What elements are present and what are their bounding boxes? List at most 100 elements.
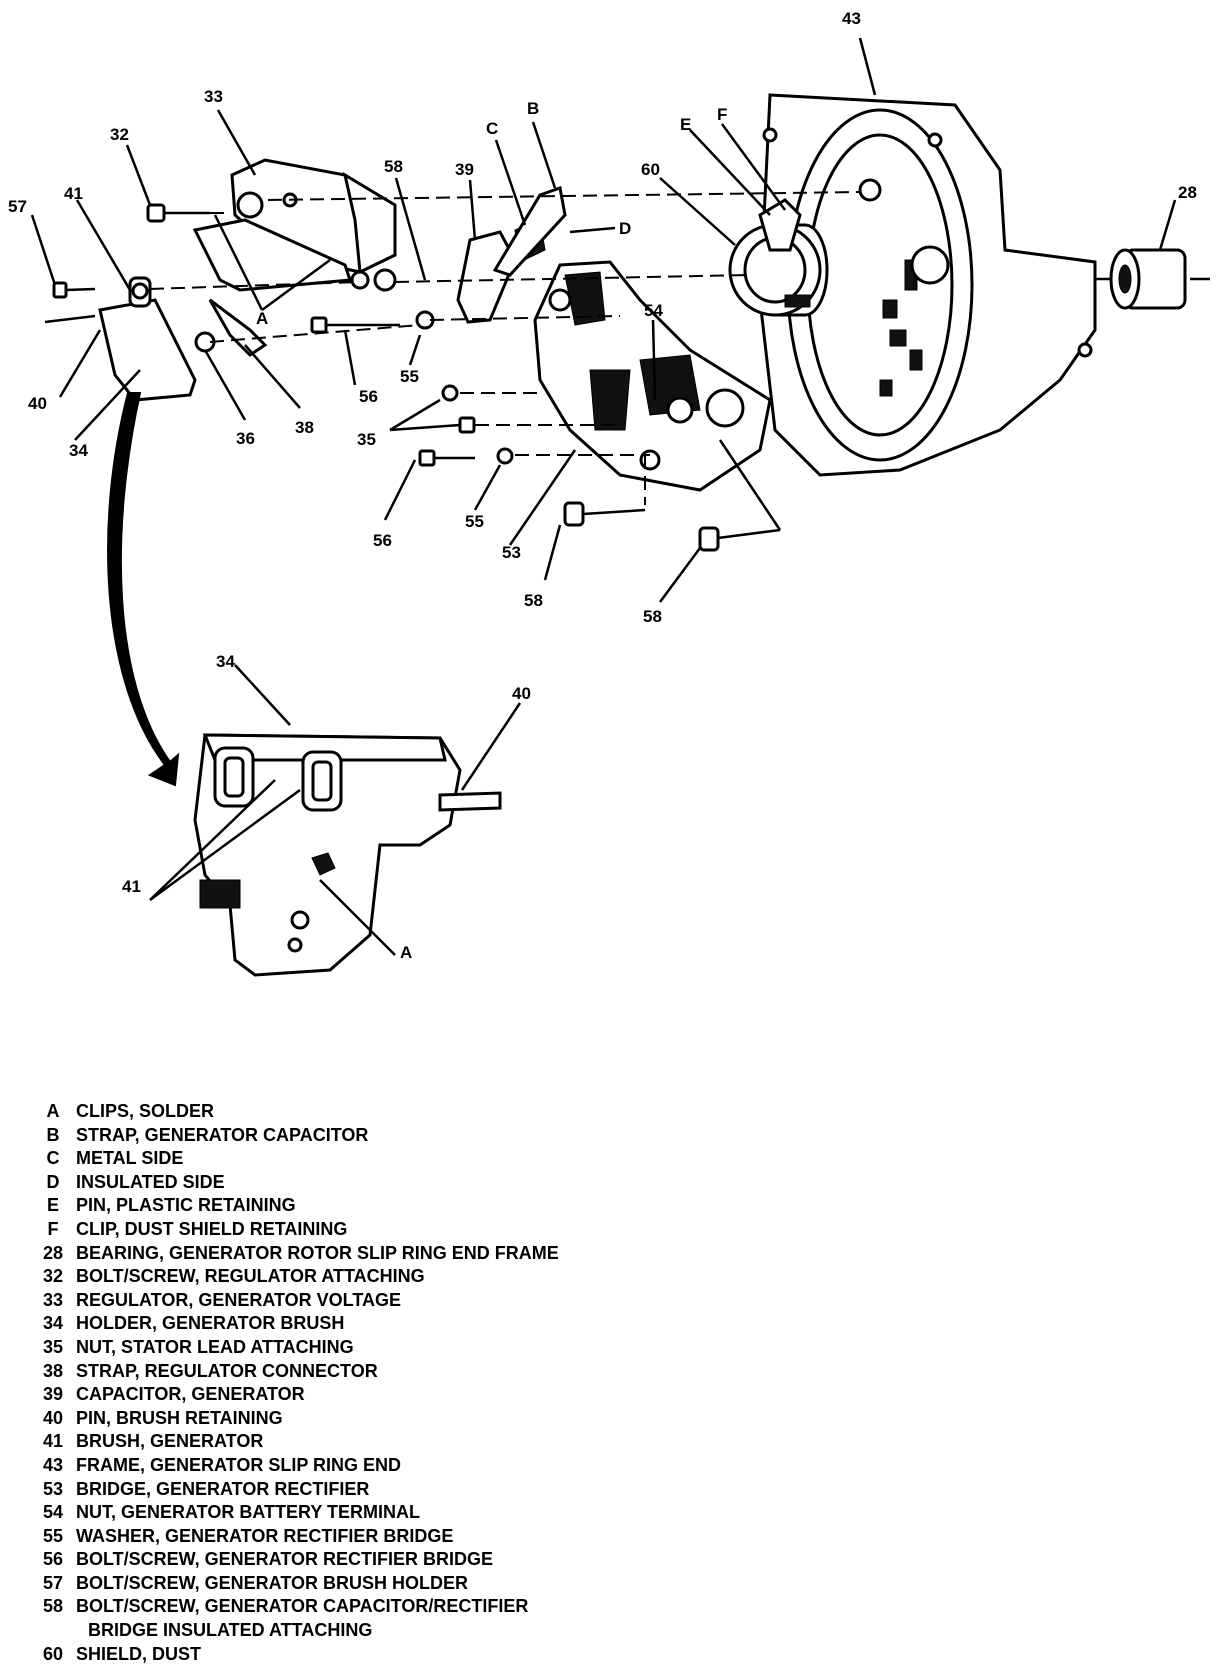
callout-55-bottom: 55 <box>465 512 484 531</box>
legend-row: 39 CAPACITOR, GENERATOR <box>30 1383 730 1407</box>
legend-row: 54 NUT, GENERATOR BATTERY TERMINAL <box>30 1501 730 1525</box>
callout-a-top: A <box>256 309 268 328</box>
legend-description: FRAME, GENERATOR SLIP RING END <box>76 1454 402 1475</box>
legend-description: BOLT/SCREW, GENERATOR CAPACITOR/RECTIFIE… <box>76 1596 529 1617</box>
callout-32: 32 <box>110 125 129 144</box>
legend-key: B <box>46 1124 60 1145</box>
legend-description: CLIP, DUST SHIELD RETAINING <box>76 1218 348 1239</box>
legend-description: SHIELD, DUST <box>76 1643 202 1664</box>
callout-40-detail: 40 <box>512 684 531 703</box>
legend-row: 60 SHIELD, DUST <box>30 1643 730 1667</box>
dust-shield <box>728 198 829 317</box>
legend-row: D INSULATED SIDE <box>30 1171 730 1195</box>
legend-description: STRAP, REGULATOR CONNECTOR <box>76 1360 378 1381</box>
slip-ring-end-frame <box>758 93 1097 477</box>
callout-57: 57 <box>8 197 27 216</box>
legend-key: 34 <box>42 1313 64 1334</box>
legend-key: 39 <box>42 1384 64 1405</box>
callout-38: 38 <box>295 418 314 437</box>
legend-key: 35 <box>42 1336 64 1357</box>
legend-description: NUT, GENERATOR BATTERY TERMINAL <box>76 1502 421 1523</box>
callout-43: 43 <box>842 9 861 28</box>
legend-row: F CLIP, DUST SHIELD RETAINING <box>30 1218 730 1242</box>
legend-key: 53 <box>42 1478 64 1499</box>
callout-34-top: 34 <box>69 441 88 460</box>
legend-description: WASHER, GENERATOR RECTIFIER BRIDGE <box>76 1525 454 1546</box>
callout-54: 54 <box>644 301 663 320</box>
legend-row: BRIDGE INSULATED ATTACHING <box>30 1619 730 1643</box>
legend-key: 57 <box>42 1572 64 1593</box>
rotor-bearing <box>1095 248 1210 310</box>
legend-key: 54 <box>42 1502 64 1523</box>
callout-56-bottom: 56 <box>373 531 392 550</box>
legend-row: 43 FRAME, GENERATOR SLIP RING END <box>30 1454 730 1478</box>
legend-row: 35 NUT, STATOR LEAD ATTACHING <box>30 1336 730 1360</box>
legend-key: D <box>46 1171 60 1192</box>
callout-d: D <box>619 219 631 238</box>
legend-row: 58 BOLT/SCREW, GENERATOR CAPACITOR/RECTIF… <box>30 1595 730 1619</box>
callout-a-detail: A <box>400 943 412 962</box>
callout-34-detail: 34 <box>216 652 235 671</box>
legend-description: REGULATOR, GENERATOR VOLTAGE <box>76 1289 402 1310</box>
legend-description: PIN, PLASTIC RETAINING <box>76 1195 296 1216</box>
legend-description: HOLDER, GENERATOR BRUSH <box>76 1313 345 1334</box>
legend-description: INSULATED SIDE <box>76 1171 225 1192</box>
legend-row: E PIN, PLASTIC RETAINING <box>30 1194 730 1218</box>
leader-lines <box>30 37 1177 956</box>
callout-40-top: 40 <box>28 394 47 413</box>
legend-key: 58 <box>42 1596 64 1617</box>
legend-description: BOLT/SCREW, REGULATOR ATTACHING <box>76 1266 425 1287</box>
legend-description: BEARING, GENERATOR ROTOR SLIP RING END F… <box>76 1242 559 1263</box>
legend-row: 28 BEARING, GENERATOR ROTOR SLIP RING END… <box>30 1242 730 1266</box>
detail-view-arrow <box>107 392 180 787</box>
legend-row: 32 BOLT/SCREW, REGULATOR ATTACHING <box>30 1265 730 1289</box>
legend-key: 28 <box>42 1242 64 1263</box>
legend-row: 38 STRAP, REGULATOR CONNECTOR <box>30 1360 730 1384</box>
legend-row: 34 HOLDER, GENERATOR BRUSH <box>30 1312 730 1336</box>
callouts: 43 28 33 32 57 41 58 39 C B D E F 60 A 4… <box>8 9 1197 962</box>
legend-row: C METAL SIDE <box>30 1147 730 1171</box>
legend-description: BOLT/SCREW, GENERATOR BRUSH HOLDER <box>76 1572 469 1593</box>
callout-58-right: 58 <box>643 607 662 626</box>
callout-55-top: 55 <box>400 367 419 386</box>
legend-description: CAPACITOR, GENERATOR <box>76 1384 305 1405</box>
legend-key: 33 <box>42 1289 64 1310</box>
callout-f: F <box>717 105 727 124</box>
callout-56-top: 56 <box>359 387 378 406</box>
callout-b: B <box>527 99 539 118</box>
legend-key: E <box>46 1195 59 1216</box>
legend-description: METAL SIDE <box>76 1148 184 1169</box>
legend-description: NUT, STATOR LEAD ATTACHING <box>76 1336 354 1357</box>
legend-key: 43 <box>42 1454 64 1475</box>
callout-33: 33 <box>204 87 223 106</box>
legend-description: BRIDGE INSULATED ATTACHING <box>88 1620 373 1641</box>
brush-holder-detail <box>193 733 502 977</box>
voltage-regulator <box>192 158 397 292</box>
callout-58-top: 58 <box>384 157 403 176</box>
callout-36: 36 <box>236 429 255 448</box>
fasteners <box>44 203 781 552</box>
legend-key: C <box>46 1148 60 1169</box>
legend-description: STRAP, GENERATOR CAPACITOR <box>76 1124 369 1145</box>
legend-key: F <box>47 1218 59 1239</box>
generator-capacitor <box>456 186 567 324</box>
legend-row: 55 WASHER, GENERATOR RECTIFIER BRIDGE <box>30 1525 730 1549</box>
callout-60: 60 <box>641 160 660 179</box>
callout-39: 39 <box>455 160 474 179</box>
callout-35: 35 <box>357 430 376 449</box>
callout-58-mid: 58 <box>524 591 543 610</box>
legend-key: 56 <box>42 1549 64 1570</box>
legend-key: 38 <box>42 1360 64 1381</box>
exploded-view-diagram: 43 28 33 32 57 41 58 39 C B D E F 60 A 4… <box>8 9 1210 977</box>
legend-key: 32 <box>42 1266 64 1287</box>
callout-53: 53 <box>502 543 521 562</box>
legend-row: 57 BOLT/SCREW, GENERATOR BRUSH HOLDER <box>30 1572 730 1596</box>
legend-description: CLIPS, SOLDER <box>76 1101 215 1121</box>
legend-row: 33 REGULATOR, GENERATOR VOLTAGE <box>30 1289 730 1313</box>
legend-description: BRUSH, GENERATOR <box>76 1431 264 1452</box>
legend-key: 60 <box>42 1643 64 1664</box>
legend-key: 55 <box>42 1525 64 1546</box>
